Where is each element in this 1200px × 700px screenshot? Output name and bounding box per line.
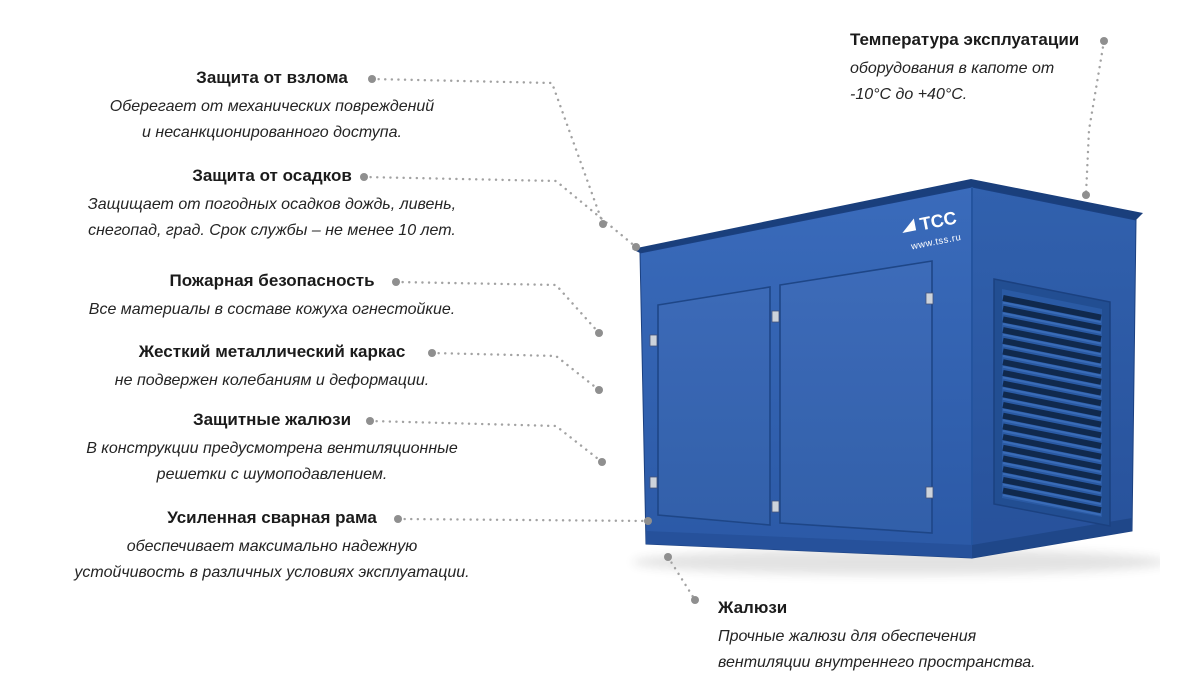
door-hinges (649, 292, 934, 513)
louver-grille (1002, 295, 1102, 516)
feature-description-line: оборудования в капоте от (850, 60, 1055, 77)
feature-description-line: и несанкционированного доступа. (142, 124, 402, 141)
feature-description-line: -10°С до +40°С. (850, 86, 968, 103)
feature-welded-frame: Усиленная сварная рама обеспечивает макс… (12, 506, 532, 586)
feature-title: Защитные жалюзи (192, 410, 352, 429)
door-panel-left (657, 286, 771, 526)
feature-title: Пожарная безопасность (169, 271, 375, 290)
feature-title: Защита от взлома (196, 68, 348, 87)
brand-logo-text: ТСС (918, 208, 958, 235)
base-frame-front (646, 531, 972, 558)
brand-website-text: www.tss.ru (909, 232, 962, 253)
feature-description-line: обеспечивает максимально надежную (126, 538, 418, 555)
floor-shadow (632, 549, 1160, 575)
feature-description-line: Оберегает от механических повреждений (109, 98, 435, 115)
feature-description-line: решетки с шумоподавлением. (156, 466, 388, 483)
louver-background (1002, 289, 1102, 517)
feature-title: Жалюзи (718, 598, 788, 617)
feature-title: Температура эксплуатации (850, 30, 1080, 49)
feature-description-line: Все материалы в составе кожуха огнестойк… (88, 301, 456, 318)
feature-description-line: В конструкции предусмотрена вентиляционн… (86, 440, 458, 457)
canopy-front-face (639, 186, 973, 559)
generator-canopy-illustration: ТСС www.tss.ru (632, 179, 1160, 575)
feature-precipitation-protection: Защита от осадков Защищает от погодных о… (12, 164, 532, 244)
feature-title: Усиленная сварная рама (167, 508, 377, 527)
louver-frame (993, 278, 1111, 527)
feature-title: Жесткий металлический каркас (138, 342, 406, 361)
feature-description-line: не подвержен колебаниям и деформации. (114, 372, 430, 389)
brand-logo: ТСС www.tss.ru (902, 208, 962, 253)
leader-line-louvers (666, 555, 697, 602)
brand-logo-triangle-icon (902, 218, 917, 233)
feature-louvers: Жалюзи Прочные жалюзи для обеспечения ве… (718, 596, 1148, 676)
roof-edge (632, 179, 1143, 253)
feature-description-line: устойчивость в различных условиях эксплу… (74, 564, 470, 581)
feature-description-line: вентиляции внутреннего пространства. (718, 654, 1036, 671)
canopy-side-face (971, 186, 1137, 559)
feature-operating-temperature: Температура эксплуатации оборудования в … (850, 28, 1150, 108)
feature-protective-louvers: Защитные жалюзи В конструкции предусмотр… (12, 408, 532, 488)
feature-title: Защита от осадков (192, 166, 352, 185)
feature-description-line: Защищает от погодных осадков дождь, ливе… (87, 196, 457, 213)
feature-description-line: снегопад, град. Срок службы – не менее 1… (88, 222, 456, 239)
feature-break-in-protection: Защита от взлома Оберегает от механическ… (12, 66, 532, 146)
base-frame-side (972, 518, 1132, 558)
feature-fire-safety: Пожарная безопасность Все материалы в со… (12, 269, 532, 323)
feature-description-line: Прочные жалюзи для обеспечения (718, 628, 977, 645)
feature-metal-frame: Жесткий металлический каркас не подверже… (12, 340, 532, 394)
door-panel-right (779, 260, 933, 534)
